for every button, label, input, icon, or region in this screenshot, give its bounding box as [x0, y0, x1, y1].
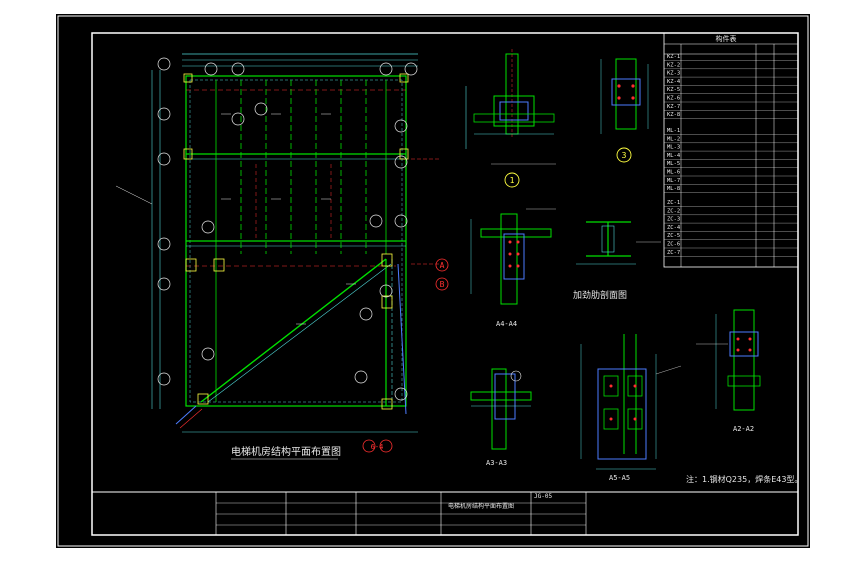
detail-1: 1 [465, 49, 556, 188]
table-row-label: ML-7 [667, 178, 680, 184]
table-row-label: KZ-2 [667, 62, 680, 68]
table-row-label: ZC-4 [667, 225, 681, 231]
table-row-label: ML-4 [667, 153, 681, 159]
section-a4-title: A4-A4 [496, 320, 517, 328]
table-row-label: ML-3 [667, 145, 680, 151]
section-a2-title: A2-A2 [733, 425, 754, 433]
general-note: 注：1.钢材Q235，焊条E43型。 [686, 474, 802, 484]
section-a2: A2-A2 [696, 309, 761, 433]
section-mark-1 [504, 172, 520, 188]
table-row-label: KZ-5 [667, 87, 680, 93]
main-plan: A B 6-4 电梯机房结构平面布置图 [115, 53, 449, 460]
table-row-label: KZ-4 [667, 79, 681, 85]
section-a3: A3-A3 [470, 368, 532, 467]
inner-frame [91, 32, 799, 536]
axis-mark-a [435, 258, 449, 272]
axis-mark-b [435, 277, 449, 291]
axis-mark-b-label: B [440, 280, 445, 289]
table-row-label: ZC-7 [667, 250, 680, 256]
title-block: 电梯机房结构平面布置图 JG-05 [92, 491, 798, 535]
cad-drawing-sheet: A B 6-4 电梯机房结构平面布置图 1 3 [56, 14, 810, 548]
table-row-label: ZC-6 [667, 242, 680, 248]
table-row-label: ZC-3 [667, 217, 680, 223]
title-block-drawing-id: JG-05 [534, 493, 552, 500]
table-row-label: KZ-7 [667, 104, 680, 110]
table-row-label: ZC-2 [667, 208, 680, 214]
table-header: 构件表 [716, 34, 737, 43]
table-row-label: KZ-6 [667, 96, 680, 102]
table-row-label: ZC-5 [667, 233, 680, 239]
component-table: 构件表 KZ-1KZ-2KZ-3KZ-4KZ-5KZ-6KZ-7KZ-8ML-1… [663, 32, 799, 268]
axis-range-label: 6-4 [371, 443, 384, 451]
section-a5-title: A5-A5 [609, 474, 630, 482]
table-row-label: ZC-1 [667, 200, 680, 206]
table-row-label: KZ-1 [667, 54, 680, 60]
table-row-label: ML-8 [667, 186, 680, 192]
table-row-label: KZ-3 [667, 71, 680, 77]
section-a5: A5-A5 [580, 334, 682, 482]
detail-3: 3 [600, 58, 649, 163]
title-block-drawing-name: 电梯机房结构平面布置图 [448, 502, 514, 510]
stiffener-section: 加劲肋剖面图 [573, 221, 661, 301]
axis-mark-a-label: A [440, 261, 445, 270]
stiffener-title: 加劲肋剖面图 [573, 289, 627, 301]
main-plan-title: 电梯机房结构平面布置图 [231, 445, 341, 458]
section-a4: A4-A4 [470, 208, 556, 328]
section-mark-3-label: 3 [622, 151, 627, 160]
section-mark-1-label: 1 [510, 176, 515, 185]
section-mark-3 [616, 147, 632, 163]
table-row-label: ML-5 [667, 161, 680, 167]
table-row-label: ML-2 [667, 136, 680, 142]
table-row-label: KZ-8 [667, 112, 680, 118]
outer-frame [57, 15, 809, 547]
table-row-label: ML-1 [667, 128, 680, 134]
table-row-label: ML-6 [667, 170, 680, 176]
section-a3-title: A3-A3 [486, 459, 507, 467]
